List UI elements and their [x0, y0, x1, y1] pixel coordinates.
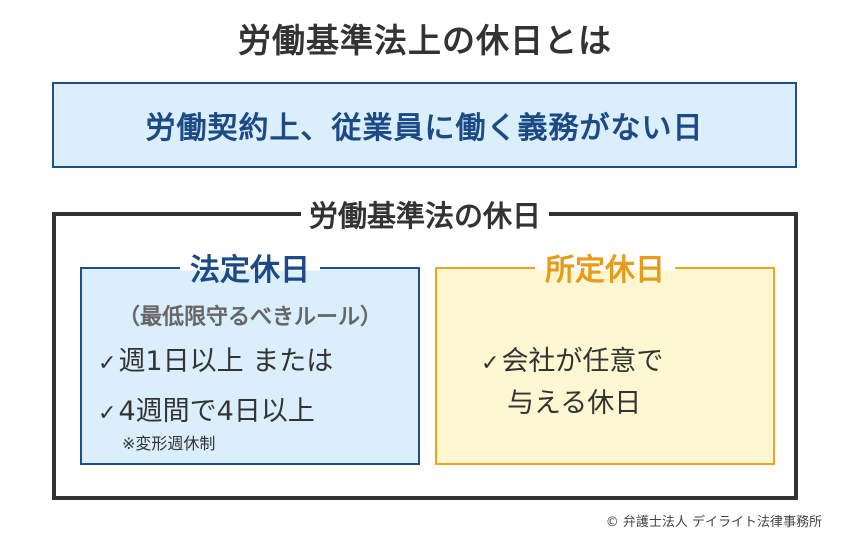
copyright: © 弁護士法人 デイライト法律事務所 [605, 515, 822, 530]
statutory-item-weekly: ✓週1日以上 または [98, 346, 334, 377]
prescribed-item-line1: ✓会社が任意で [481, 346, 664, 377]
check-icon: ✓ [481, 351, 500, 376]
page-title: 労働基準法上の休日とは [238, 21, 612, 60]
check-icon: ✓ [98, 351, 117, 376]
frame-label-text: 労働基準法の休日 [300, 199, 549, 233]
variable-holiday-footnote: ※変形週休制 [122, 434, 216, 453]
statutory-holiday-box: 法定休日 （最低限守るべきルール） ✓週1日以上 または ✓4週間で4日以上 ※… [80, 253, 420, 465]
prescribed-item-line2: 与える休日 [507, 388, 642, 419]
statutory-holiday-label: 法定休日 [82, 245, 418, 289]
definition-box: 労働契約上、従業員に働く義務がない日 [52, 82, 797, 168]
definition-text: 労働契約上、従業員に働く義務がない日 [145, 111, 704, 146]
minimum-rule-note: （最低限守るべきルール） [117, 305, 382, 330]
prescribed-holiday-box: 所定休日 ✓会社が任意で 与える休日 [435, 253, 775, 465]
statutory-item-four-weeks: ✓4週間で4日以上 [98, 396, 315, 427]
prescribed-holiday-label: 所定休日 [437, 245, 773, 289]
check-icon: ✓ [98, 401, 117, 426]
frame-label: 労働基準法の休日 [0, 193, 850, 235]
